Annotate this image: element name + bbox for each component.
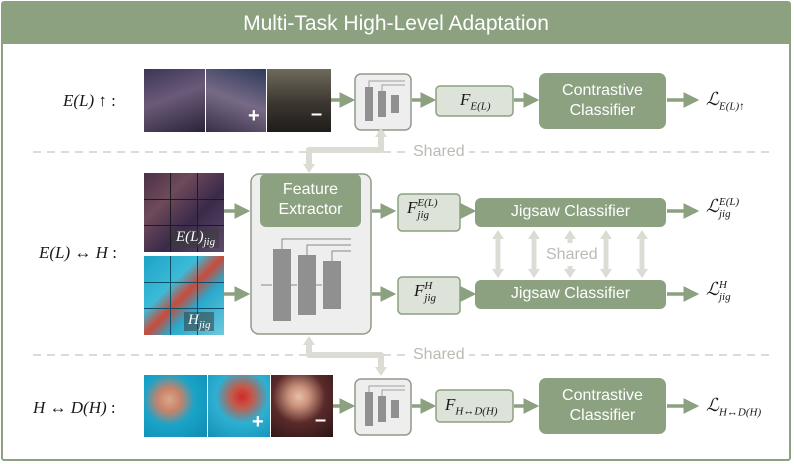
row-label-middle-colon: :	[112, 243, 117, 262]
photo-h-1	[144, 375, 207, 437]
feature-extractor-label: Feature Extractor	[278, 181, 343, 218]
shared-label-middle: Shared	[544, 246, 600, 264]
row-label-top: E(L) ↑ :	[63, 91, 116, 111]
diagram-canvas	[33, 73, 773, 436]
feature-box-jig-el	[397, 193, 461, 232]
row-label-middle-main: E(L) ↔ H	[39, 243, 108, 262]
row-label-bottom-colon: :	[110, 398, 116, 417]
shared-link-top	[306, 131, 384, 168]
diagram-title: Multi-Task High-Level Adaptation	[3, 3, 789, 44]
plus-icon: +	[248, 105, 260, 127]
plus-icon: +	[252, 411, 264, 433]
jigsaw-label-top: Jigsaw Classifier	[510, 203, 631, 220]
shared-link-bottom	[306, 341, 384, 371]
photo-h-jig: Hjig	[144, 256, 224, 335]
mini-network-bottom	[365, 385, 405, 426]
feature-box-top	[435, 85, 514, 117]
tag-h-jig: Hjig	[184, 312, 215, 331]
row-label-bottom: H ↔ D(H) :	[33, 398, 116, 418]
row-label-bottom-main: H ↔ D(H)	[33, 398, 107, 417]
contrastive-label-bottom: Contrastive Classifier	[562, 387, 643, 424]
photo-d-h: –	[271, 375, 333, 437]
shared-arrowhead-top-up	[375, 128, 387, 137]
shared-label-top: Shared	[409, 143, 469, 161]
minus-icon: –	[311, 103, 323, 125]
shared-arrowhead-top-down	[303, 164, 315, 173]
jigsaw-box-top	[475, 198, 666, 227]
contrastive-label-top: Contrastive Classifier	[562, 82, 643, 119]
feature-extractor-header	[260, 174, 361, 227]
feature-bottom: FH↔D(H)	[445, 395, 498, 418]
tag-el-jig: E(L)jig	[172, 229, 220, 248]
row-label-top-arrow: ↑	[98, 91, 107, 110]
jigsaw-box-bottom	[475, 280, 666, 309]
photo-el-dark-1	[144, 69, 205, 132]
shared-arrowhead-bottom-up	[303, 336, 315, 345]
feature-box-jig-h	[397, 276, 461, 315]
loss-top: ℒE(L)↑	[706, 89, 745, 113]
shared-label-bottom: Shared	[409, 346, 469, 364]
photo-h-2: +	[208, 375, 270, 437]
photo-el-dark-2: +	[206, 69, 266, 132]
shared-jigsaw-arrows	[495, 237, 645, 271]
shared-jigsaw-arrowheads	[492, 230, 648, 278]
photo-el-bright: –	[267, 69, 331, 132]
contrastive-box-top	[539, 73, 666, 129]
contrastive-box-bottom	[539, 378, 666, 434]
row-label-top-main: E(L)	[63, 91, 95, 110]
feature-box-bottom	[435, 389, 514, 423]
mini-network-top	[365, 80, 405, 121]
big-network	[261, 238, 351, 321]
photo-el-jig: E(L)jig	[144, 173, 224, 252]
shared-arrowhead-bottom-down	[375, 367, 387, 376]
jigsaw-label-bottom: Jigsaw Classifier	[510, 285, 631, 302]
loss-bottom: ℒH↔D(H)	[706, 395, 762, 419]
row-label-middle: E(L) ↔ H :	[39, 243, 117, 263]
row-label-top-colon: :	[111, 91, 116, 110]
minus-icon: –	[315, 409, 327, 431]
feature-top: FE(L)	[460, 90, 491, 113]
